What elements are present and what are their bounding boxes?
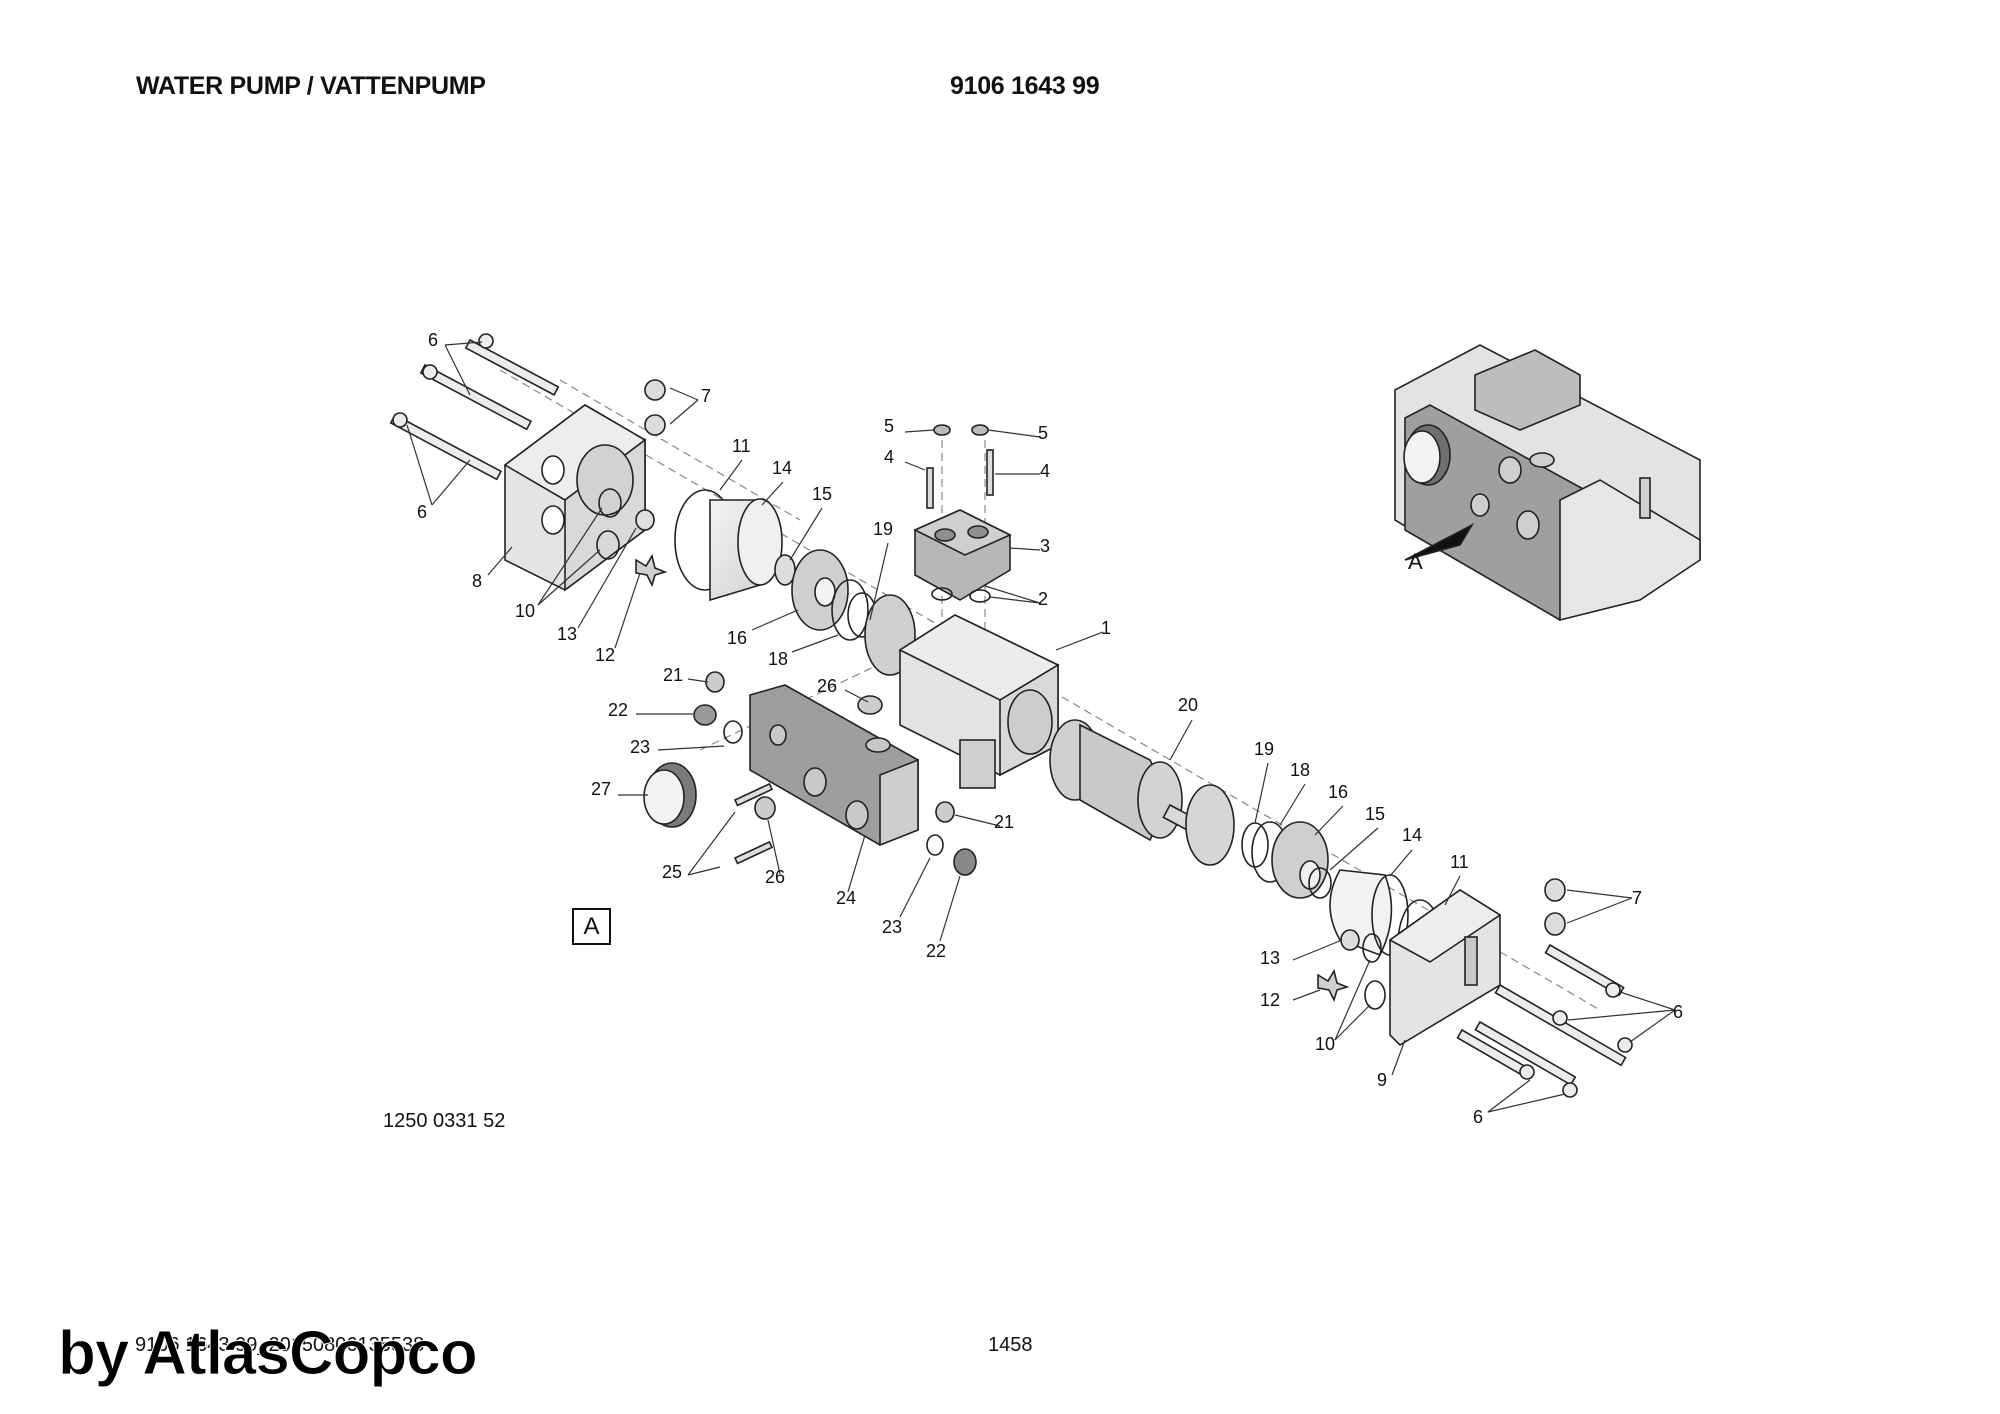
callout-19: 19 — [1254, 739, 1275, 759]
callout-6: 6 — [417, 502, 428, 522]
callout-1: 1 — [1101, 618, 1112, 638]
callout-2: 2 — [1038, 589, 1049, 609]
callout-12: 12 — [595, 645, 616, 665]
part-number: 9106 1643 99 — [950, 72, 1100, 100]
callout-7: 7 — [701, 386, 712, 406]
valve-block-3 — [913, 509, 1012, 601]
callout-12: 12 — [1260, 990, 1281, 1010]
callout-11: 11 — [732, 436, 751, 456]
callout-13: 13 — [1260, 948, 1281, 968]
end-cover-8 — [503, 404, 647, 592]
callout-25: 25 — [662, 862, 683, 882]
view-arrow-label: A — [1408, 549, 1423, 574]
callout-3: 3 — [1040, 536, 1051, 556]
cylinder-14-left — [674, 489, 783, 602]
callout-15: 15 — [812, 484, 833, 504]
callout-21: 21 — [994, 812, 1015, 832]
callout-14: 14 — [772, 458, 793, 478]
callout-6: 6 — [428, 330, 439, 350]
callout-26: 26 — [817, 676, 838, 696]
callout-22: 22 — [926, 941, 947, 961]
end-cover-9 — [1388, 889, 1502, 1047]
callout-10: 10 — [515, 601, 536, 621]
drawing-number: 1250 0331 52 — [383, 1110, 506, 1132]
page-title: WATER PUMP / VATTENPUMP — [136, 72, 486, 100]
callout-6: 6 — [1473, 1107, 1484, 1127]
gauge-27 — [643, 762, 697, 828]
callout-6: 6 — [1673, 1002, 1684, 1022]
callout-26: 26 — [765, 867, 786, 887]
watermark: by AtlasCopco — [58, 1319, 479, 1389]
page-number: 1458 — [988, 1334, 1033, 1356]
detail-view-marker-box: A — [572, 908, 611, 945]
callout-11: 11 — [1450, 852, 1469, 872]
callout-19: 19 — [873, 519, 894, 539]
callout-14: 14 — [1402, 825, 1423, 845]
pump-body-1 — [898, 614, 1060, 789]
callout-4: 4 — [1040, 461, 1051, 481]
callout-4: 4 — [884, 447, 895, 467]
callout-22: 22 — [608, 700, 629, 720]
callout-16: 16 — [1328, 782, 1349, 802]
callout-13: 13 — [557, 624, 578, 644]
bolts-6-right — [1456, 943, 1633, 1098]
callout-7: 7 — [1632, 888, 1643, 908]
plugs-7-left — [644, 379, 666, 436]
callout-10: 10 — [1315, 1034, 1336, 1054]
callout-23: 23 — [630, 737, 651, 757]
callout-18: 18 — [1290, 760, 1311, 780]
callout-9: 9 — [1377, 1070, 1388, 1090]
bolts-6-left — [389, 333, 560, 481]
callout-21: 21 — [663, 665, 684, 685]
callout-20: 20 — [1178, 695, 1199, 715]
manifold-24 — [749, 684, 919, 847]
callout-24: 24 — [836, 888, 857, 908]
callout-23: 23 — [882, 917, 903, 937]
callout-27: 27 — [591, 779, 612, 799]
assembled-view — [1394, 344, 1701, 622]
callout-5: 5 — [884, 416, 895, 436]
callout-8: 8 — [472, 571, 483, 591]
piston-20 — [1049, 719, 1235, 866]
callout-15: 15 — [1365, 804, 1386, 824]
callout-18: 18 — [768, 649, 789, 669]
doc-reference: 9106 1643 99_20150806135538 — [135, 1334, 425, 1356]
callout-16: 16 — [727, 628, 748, 648]
callout-5: 5 — [1038, 423, 1049, 443]
leader-lines — [406, 341, 1676, 1113]
